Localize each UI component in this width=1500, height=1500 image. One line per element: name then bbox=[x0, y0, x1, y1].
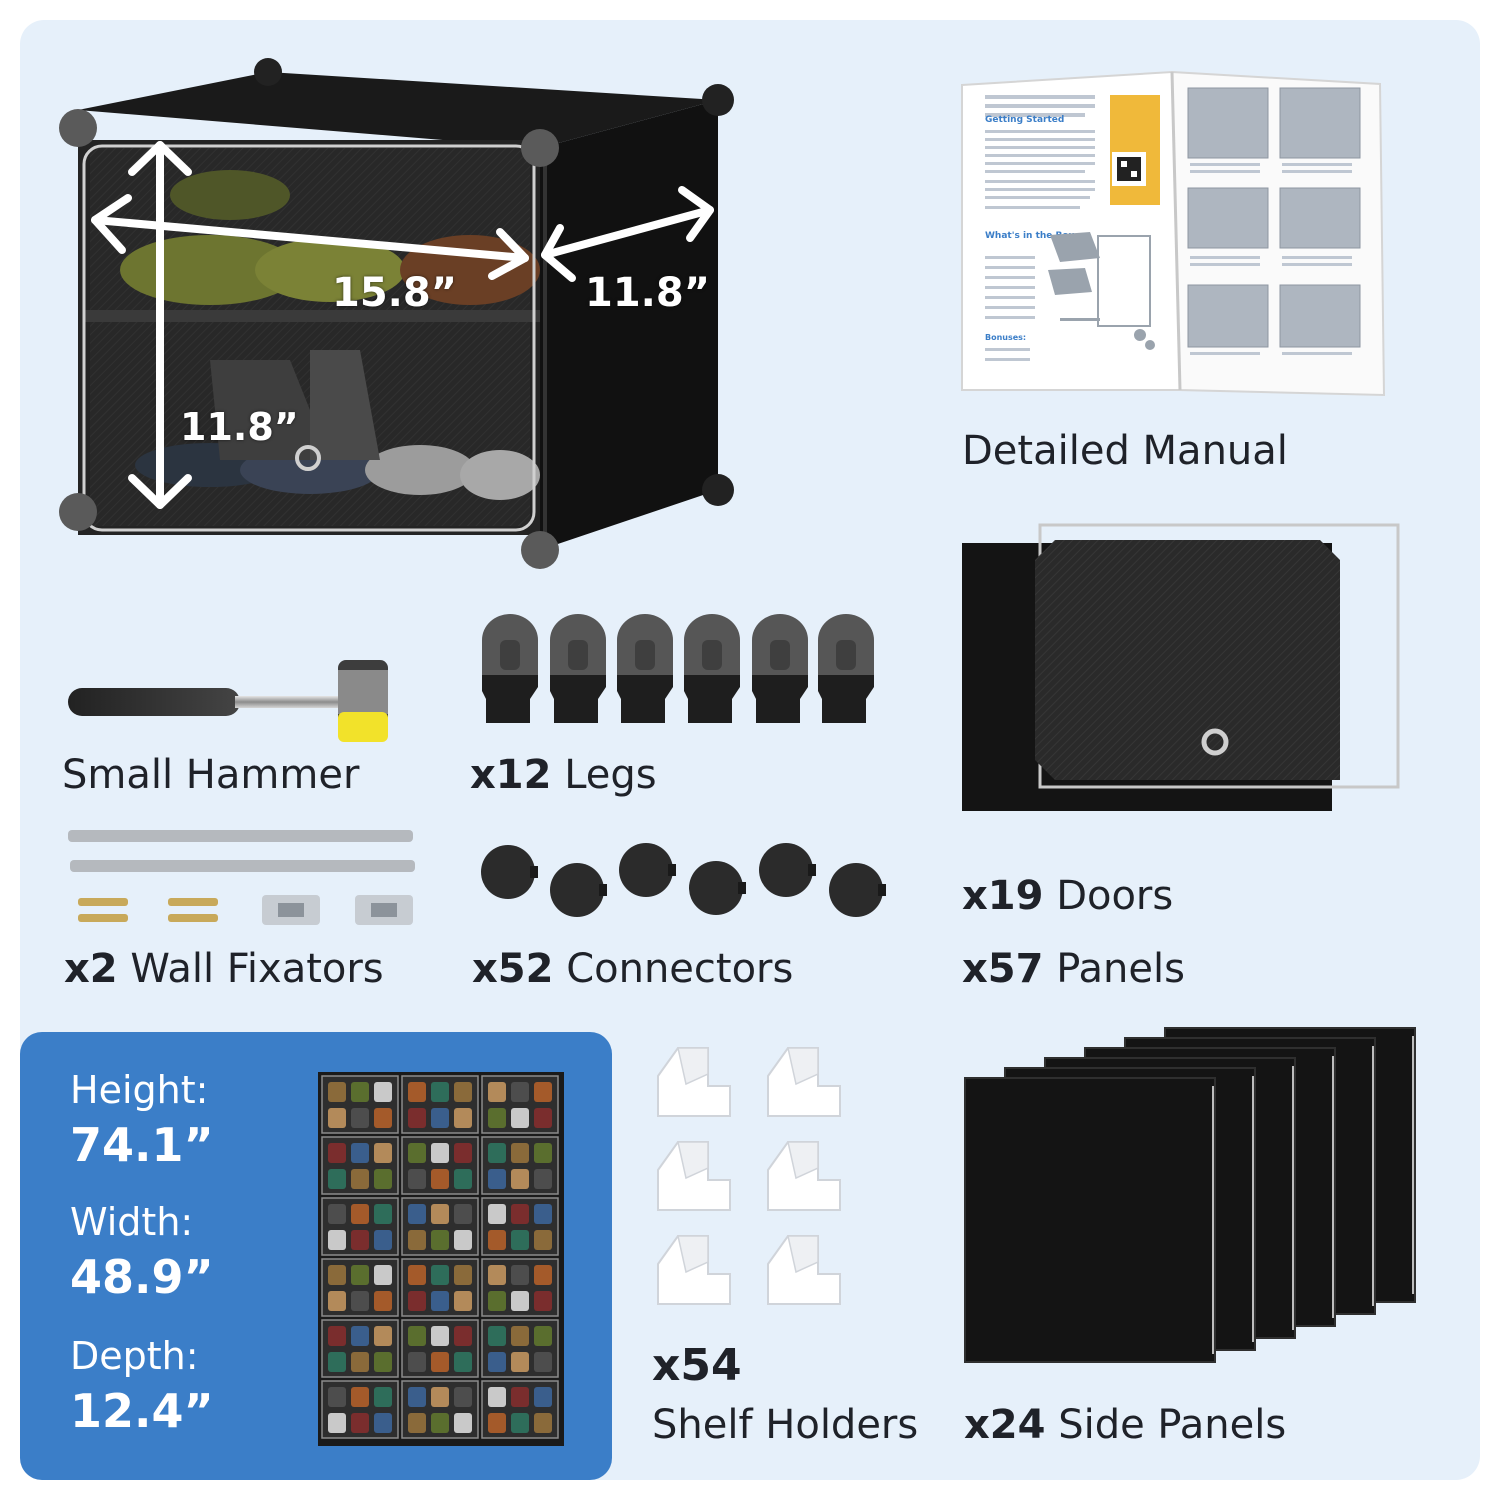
side-panels-image bbox=[964, 1027, 1416, 1363]
legs-label: x12 Legs bbox=[470, 752, 657, 798]
connector-piece bbox=[759, 843, 816, 897]
connector-piece bbox=[619, 843, 676, 897]
height-dimension: 11.8” bbox=[180, 405, 299, 449]
shoe-cube-image bbox=[59, 58, 734, 569]
shelf-holders-count: x54 bbox=[652, 1340, 742, 1391]
connector-piece bbox=[689, 861, 746, 915]
connector-piece bbox=[829, 863, 886, 917]
manual-bonuses: Bonuses: bbox=[985, 333, 1026, 342]
shelf-holder-piece bbox=[767, 1047, 841, 1117]
leg-piece bbox=[482, 614, 538, 723]
leg-piece bbox=[684, 614, 740, 723]
tall-unit-image bbox=[318, 1072, 564, 1446]
leg-piece bbox=[617, 614, 673, 723]
legs-name: Legs bbox=[564, 752, 657, 798]
doors-name: Doors bbox=[1056, 873, 1174, 919]
shelf-holders-image bbox=[657, 1047, 841, 1305]
connector-piece bbox=[550, 863, 607, 917]
shelf-holder-piece bbox=[657, 1047, 731, 1117]
connectors-label: x52 Connectors bbox=[472, 946, 793, 992]
door-panels-image bbox=[962, 523, 1400, 811]
panels-label: x57 Panels bbox=[962, 946, 1185, 992]
doors-count: x19 bbox=[962, 873, 1044, 919]
spec-depth-key: Depth: bbox=[70, 1334, 199, 1378]
panels-count: x57 bbox=[962, 946, 1044, 992]
width-dimension: 15.8” bbox=[332, 270, 457, 316]
shelf-holder-piece bbox=[657, 1235, 731, 1305]
shelf-holder-piece bbox=[767, 1141, 841, 1211]
connectors-image bbox=[481, 843, 886, 917]
side-panels-name: Side Panels bbox=[1058, 1402, 1287, 1448]
manual-image: Getting Started What's in the Box Bonuse… bbox=[961, 70, 1386, 397]
leg-piece bbox=[818, 614, 874, 723]
spec-height-key: Height: bbox=[70, 1068, 209, 1112]
manual-whats-in-box: What's in the Box bbox=[985, 231, 1075, 241]
legs-image bbox=[482, 614, 874, 723]
connectors-count: x52 bbox=[472, 946, 554, 992]
legs-count: x12 bbox=[470, 752, 552, 798]
connector-piece bbox=[481, 845, 538, 899]
side-panels-count: x24 bbox=[964, 1402, 1046, 1448]
leg-piece bbox=[752, 614, 808, 723]
wall-fixators-count: x2 bbox=[64, 946, 118, 992]
spec-depth-value: 12.4” bbox=[70, 1384, 214, 1438]
panels-name: Panels bbox=[1056, 946, 1185, 992]
leg-piece bbox=[550, 614, 606, 723]
shelf-holder-piece bbox=[767, 1235, 841, 1305]
manual-heading: Getting Started bbox=[985, 115, 1064, 125]
wall-fixators-image bbox=[68, 830, 415, 925]
wall-fixators-label: x2 Wall Fixators bbox=[64, 946, 384, 992]
hammer-image bbox=[68, 660, 388, 742]
doors-label: x19 Doors bbox=[962, 873, 1173, 919]
spec-height-value: 74.1” bbox=[70, 1118, 214, 1172]
depth-dimension: 11.8” bbox=[585, 270, 710, 316]
manual-label: Detailed Manual bbox=[962, 428, 1288, 474]
shelf-holder-piece bbox=[657, 1141, 731, 1211]
side-panels-label: x24 Side Panels bbox=[964, 1402, 1286, 1448]
spec-width-value: 48.9” bbox=[70, 1250, 214, 1304]
spec-width-key: Width: bbox=[70, 1200, 194, 1244]
wall-fixators-name: Wall Fixators bbox=[130, 946, 384, 992]
shelf-holders-label: Shelf Holders bbox=[652, 1402, 919, 1448]
connectors-name: Connectors bbox=[566, 946, 794, 992]
hammer-label: Small Hammer bbox=[62, 752, 360, 798]
